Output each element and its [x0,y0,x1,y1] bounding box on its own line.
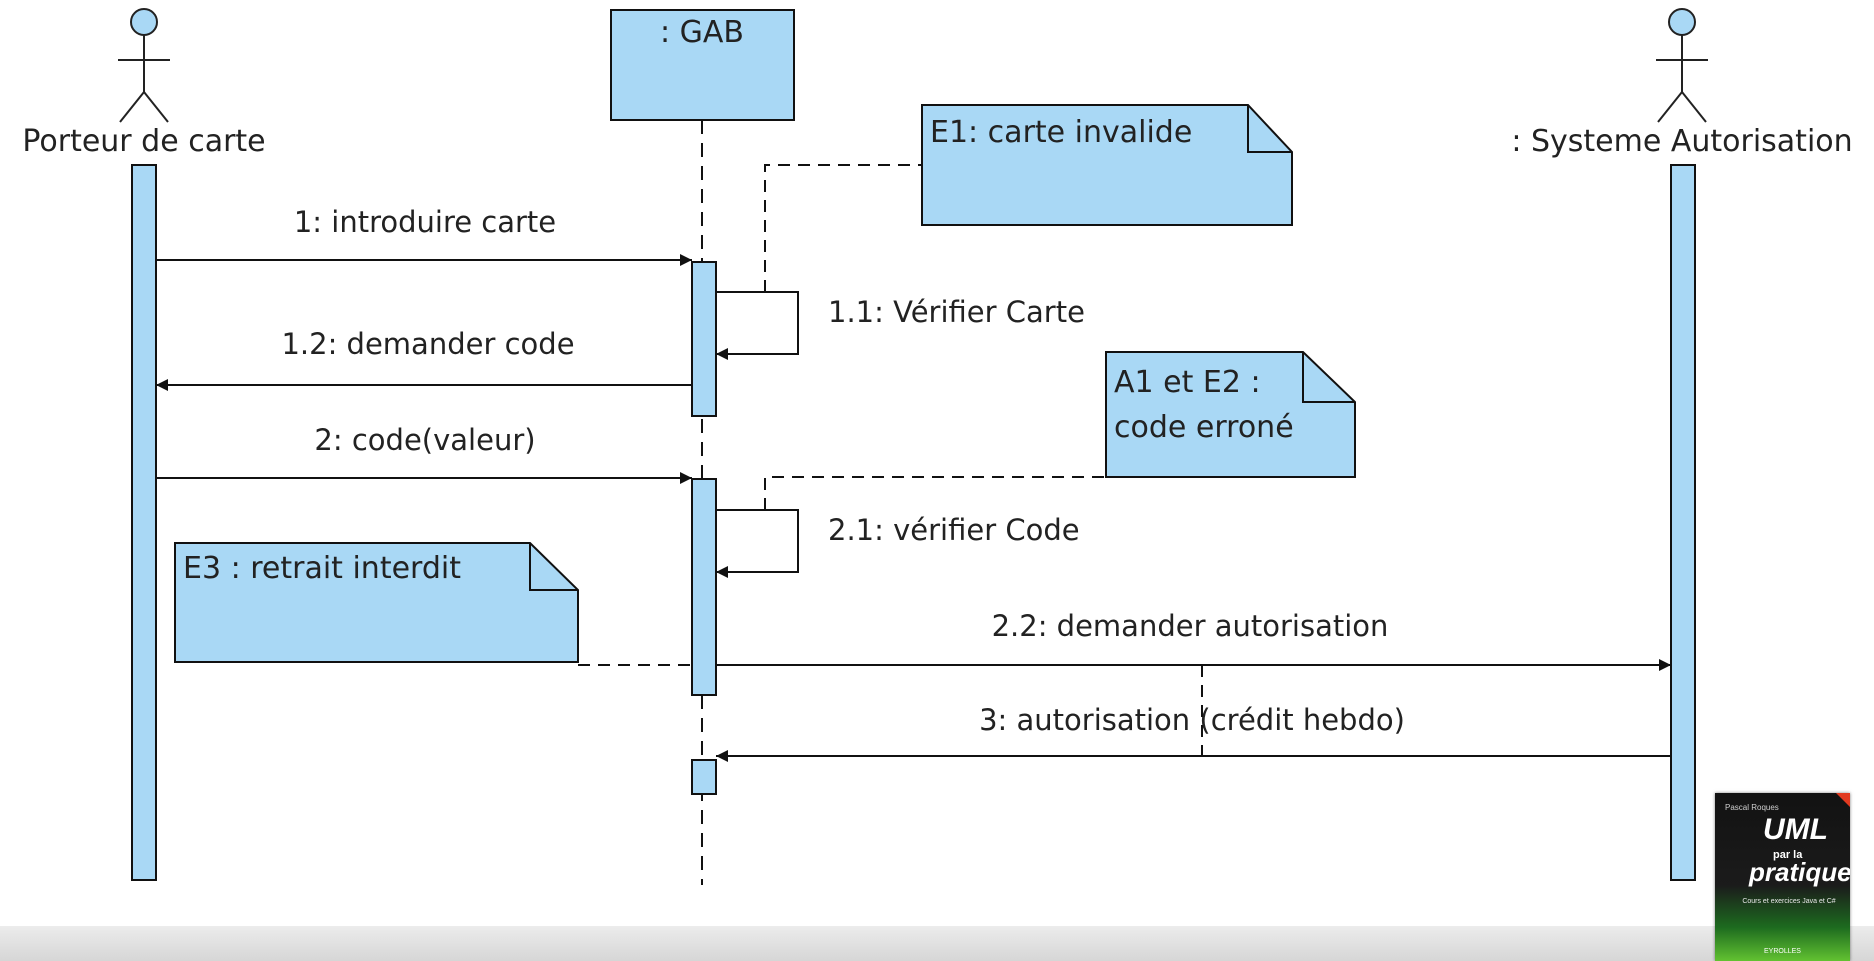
note-e1-box [921,104,1293,226]
message-1-1-arrow [716,291,799,360]
book-publisher: EYROLLES [1764,948,1801,955]
note-e1-line-1: E1: carte invalide [930,115,1192,150]
gab-box [610,9,795,121]
note-e3-box [174,542,579,663]
note-a1e2[interactable]: A1 et E2 : code erroné [1105,351,1356,478]
lifeline-porteur [131,164,157,881]
note-a1e2-box [1105,351,1356,478]
note-a1e2-fold [1302,352,1355,403]
note-e1-connector [764,164,922,292]
message-2-1[interactable]: 2.1: vérifier Code [716,509,1080,578]
footer-band [0,926,1874,961]
message-1-2[interactable]: 1.2: demander code [156,327,692,391]
message-1-1-label: 1.1: Vérifier Carte [828,295,1085,329]
participant-label-porteur: Porteur de carte [22,124,265,159]
book-author: Pascal Roques [1725,803,1779,812]
activation-bar-1 [691,261,717,417]
book-cover-thumbnail[interactable]: Pascal Roques UML par la pratique Cours … [1715,793,1850,961]
book-subtitle: Cours et exercices Java et C# [1742,898,1836,905]
actor-porteur-de-carte[interactable]: Porteur de carte [22,8,266,159]
message-1-label: 1: introduire carte [294,205,556,239]
book-title-uml: UML [1763,813,1828,846]
note-e1[interactable]: E1: carte invalide [921,104,1293,226]
activation-bar-3 [691,759,717,795]
book-title-pratique: pratique [1749,857,1850,887]
participant-label-systeme: : Systeme Autorisation [1511,124,1852,159]
message-2-2[interactable]: 2.2: demander autorisation [716,609,1671,671]
object-gab[interactable]: : GAB [610,9,795,121]
message-1-1[interactable]: 1.1: Vérifier Carte [716,291,1085,360]
message-3[interactable]: 3: autorisation (crédit hebdo) [716,703,1671,762]
lifeline-systeme [1670,164,1696,881]
book-corner-badge [1836,793,1850,807]
message-2-label: 2: code(valeur) [314,423,535,457]
message-1[interactable]: 1: introduire carte [156,205,692,266]
note-a1e2-line-1: A1 et E2 : [1114,365,1261,400]
actor-systeme-autorisation[interactable]: : Systeme Autorisation [1511,8,1853,159]
stick-figure-icon [1656,8,1708,123]
message-3-label: 3: autorisation (crédit hebdo) [979,703,1405,737]
participant-label-gab: : GAB [660,15,744,50]
note-e1-fold [1247,105,1292,153]
message-2-1-label: 2.1: vérifier Code [828,513,1080,547]
note-e3-line-1: E3 : retrait interdit [183,551,461,586]
stick-figure-icon [118,8,170,123]
book-title-par-la: par la [1773,849,1803,861]
note-e3-fold [529,543,578,591]
message-2-1-arrow [716,509,799,578]
activation-bar-2 [691,478,717,696]
message-1-2-label: 1.2: demander code [281,327,574,361]
note-a1e2-connector [764,476,1106,510]
note-e3[interactable]: E3 : retrait interdit [174,542,579,663]
note-a1e2-line-2: code erroné [1114,410,1294,445]
message-2-2-label: 2.2: demander autorisation [992,609,1389,643]
message-2[interactable]: 2: code(valeur) [156,423,692,484]
